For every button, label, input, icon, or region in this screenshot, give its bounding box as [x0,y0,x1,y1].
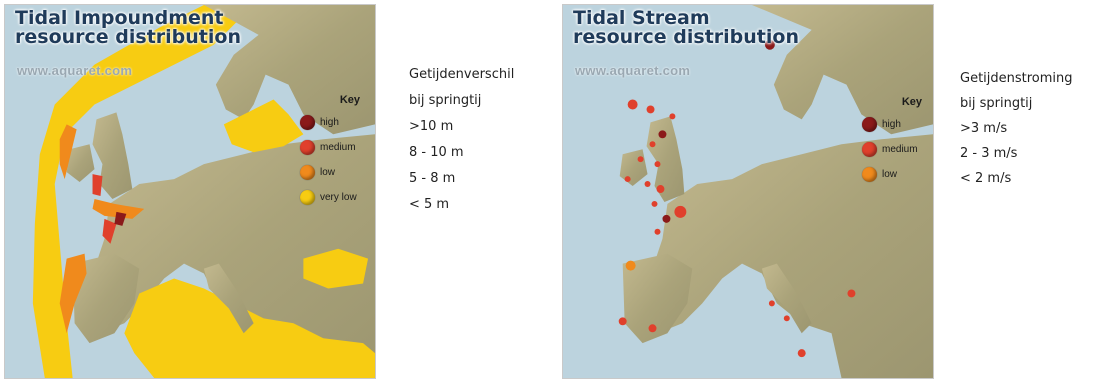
impoundment-legend-text: Getijdenverschil bij springtij >10 m 8 -… [409,62,514,218]
point-high [662,214,671,223]
high-dot-icon [300,115,315,130]
baltic-very-low [223,99,304,153]
point-medium [797,349,806,358]
point-high [658,130,667,139]
key-label: high [882,119,901,130]
point-medium [618,317,627,326]
mediterranean-very-low [124,278,375,378]
point-medium [654,228,661,235]
point-medium [847,289,856,298]
italy-land [203,263,254,334]
key-heading: Key [339,94,360,106]
stream-map-drawing [563,5,933,378]
title-line-2: resource distribution [15,26,241,48]
point-medium [649,141,656,148]
point-low [625,260,636,271]
legend-heading-line-1: Getijdenverschil [409,67,515,82]
legend-range-low: < 2 m/s [960,171,1012,186]
medium-dot-icon [862,142,877,157]
italy-land [761,263,812,334]
point-medium [627,99,638,110]
legend-range-high: >10 m [409,119,454,134]
point-medium [651,200,658,207]
stream-resource-points [618,39,856,358]
watermark: www.aquaret.com [575,63,691,78]
point-medium [656,185,665,193]
point-high [764,39,775,50]
legend-range-very-low: < 5 m [409,197,450,212]
key-item-high: high [862,112,922,137]
legend-range-medium: 8 - 10 m [409,145,464,160]
legend-range-low: 5 - 8 m [409,171,456,186]
stream-key: Key high medium low [862,96,922,187]
impoundment-key: Key high medium low very low [300,94,360,210]
impoundment-map-title: Tidal Impoundment resource distribution [15,9,241,47]
ireland-land [66,144,95,183]
key-item-low: low [862,162,922,187]
point-medium [674,205,687,218]
britain-land [646,116,685,202]
medium-band-brittany [102,218,117,244]
key-item-medium: medium [862,137,922,162]
low-dot-icon [300,165,315,180]
low-band-channel [92,198,145,219]
key-heading: Key [901,96,922,108]
point-medium [637,156,644,163]
continental-land [647,134,933,378]
key-label: medium [882,144,918,155]
legend-heading-line-2: bij springtij [409,93,482,108]
low-band-biscay [59,253,87,334]
key-item-low: low [300,160,360,185]
watermark: www.aquaret.com [17,63,133,78]
title-line-1: Tidal Impoundment [15,7,224,29]
legend-heading-line-2: bij springtij [960,96,1033,111]
key-label: very low [320,192,357,203]
title-line-1: Tidal Stream [573,7,710,29]
low-band-ireland [59,124,77,180]
medium-band-wales [92,174,103,196]
point-medium [768,300,775,307]
point-medium [644,181,651,188]
key-label: low [320,167,336,178]
tidal-stream-map: Tidal Stream resource distribution www.a… [562,4,934,379]
iberia-land [622,253,693,344]
legend-range-high: >3 m/s [960,121,1008,136]
stream-map-title: Tidal Stream resource distribution [573,9,799,47]
point-medium [669,113,676,120]
legend-heading-line-1: Getijdenstroming [960,71,1073,86]
low-dot-icon [862,167,877,182]
key-label: low [882,169,898,180]
stream-legend-text: Getijdenstroming bij springtij >3 m/s 2 … [960,66,1073,191]
iberia-land [72,253,140,344]
high-dot-icon [862,117,877,132]
point-medium [783,315,790,322]
point-medium [646,105,655,114]
legend-range-medium: 2 - 3 m/s [960,146,1018,161]
point-medium [648,324,657,333]
point-medium [624,176,631,183]
scandinavia-land [203,5,375,135]
high-band-normandy [114,211,127,226]
key-item-very-low: very low [300,185,360,210]
key-label: medium [320,142,356,153]
point-medium [654,161,661,168]
key-item-medium: medium [300,135,360,160]
black-sea-very-low [303,248,369,289]
very-low-coast-band [32,5,254,378]
title-line-2: resource distribution [573,26,799,48]
medium-dot-icon [300,140,315,155]
scandinavia-land [751,5,933,135]
britain-land [92,112,133,199]
key-label: high [320,117,339,128]
very-low-dot-icon [300,190,315,205]
key-item-high: high [300,110,360,135]
